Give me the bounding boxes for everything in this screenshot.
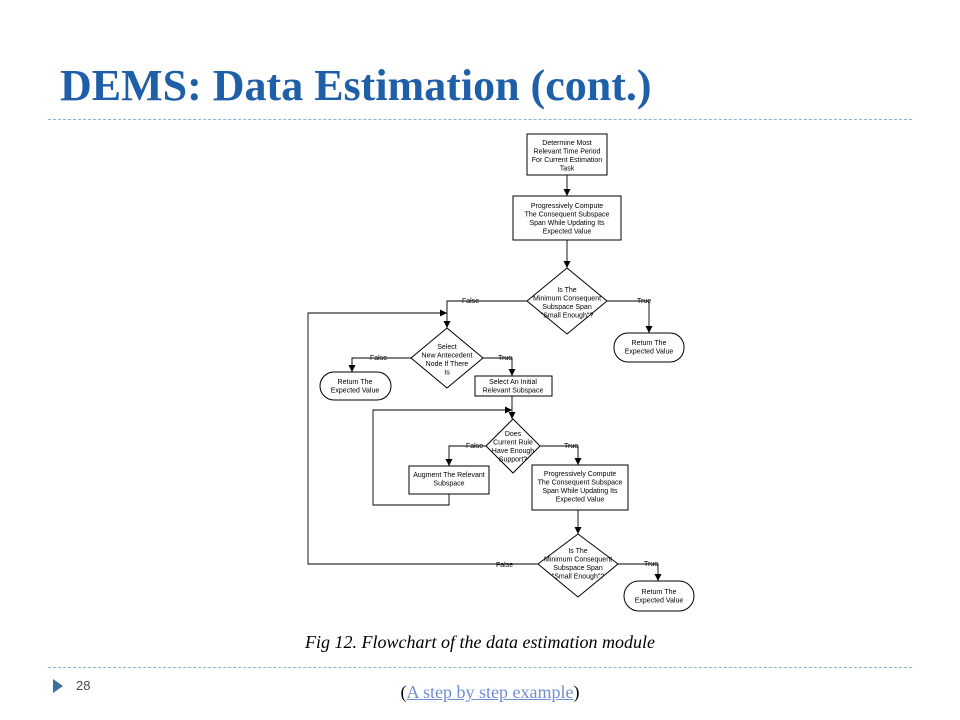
flow-terminal-return-3 [623, 580, 695, 612]
flow-text-line: Expected Value [635, 598, 684, 605]
flow-box-determine-period [526, 133, 608, 176]
label-false-1: False [462, 298, 479, 305]
flow-box-augment-subspace [408, 465, 490, 495]
flow-text-line: Current Rule [493, 440, 533, 447]
flow-text-line: Subspace Span [542, 304, 592, 311]
flow-text-line: For Current Estimation [532, 157, 603, 164]
flow-text-line: The Consequent Subspace [525, 212, 610, 219]
connector-diamond4-true [618, 563, 662, 581]
link-close-paren: ) [573, 682, 580, 702]
flow-text-line: Expected Value [543, 229, 592, 236]
connector-diamond2-false [348, 357, 411, 372]
flow-text-line: Span While Updating Its [542, 488, 618, 495]
flow-terminal-return-1 [613, 332, 685, 363]
title-divider [48, 119, 912, 120]
flow-text-line: Determine Most [542, 140, 591, 147]
flow-text-line: Minimum Consequent [533, 296, 601, 303]
connector-loop-augment [372, 406, 512, 506]
page-number: 28 [76, 678, 91, 693]
flow-text-line: Subspace Span [553, 565, 603, 572]
flow-text-line: Is The [568, 548, 587, 555]
label-false-3: False [466, 443, 483, 450]
flow-text-line: Subspace [433, 481, 464, 488]
flow-text-line: Does [505, 431, 522, 438]
connector-diamond1-true [607, 300, 653, 333]
flow-text-line: Return The [642, 589, 677, 596]
flow-box-compute-span-2 [531, 464, 629, 511]
connector-diamond3-false [445, 445, 486, 466]
flow-text-line: Is The [557, 287, 576, 294]
flow-decision-enough-support [485, 418, 541, 474]
flow-terminal-return-2 [319, 371, 392, 401]
connector-diamond3-true [540, 445, 582, 465]
flow-text-line: New Antecedent [422, 353, 473, 360]
connector-loop-outer [307, 309, 538, 565]
flow-text-line: Select An Initial [489, 379, 537, 386]
label-true-2: True [498, 355, 512, 362]
flow-text-line: Support? [499, 457, 528, 464]
flow-box-initial-subspace [474, 375, 553, 397]
flow-text-line: Node If There [426, 361, 469, 368]
figure-caption: Fig 12. Flowchart of the data estimation… [305, 632, 655, 652]
flow-text-line: Is [444, 370, 450, 377]
flow-text-line: Augment The Relevant [413, 472, 485, 479]
flow-text-line: "Small Enough"? [552, 574, 605, 581]
flow-text-line: Expected Value [331, 388, 380, 395]
flow-text-line: The Consequent Subspace [538, 480, 623, 487]
flow-text-line: Relevant Time Period [534, 149, 601, 156]
step-by-step-example-link[interactable]: A step by step example [406, 682, 574, 702]
label-false-2: False [370, 355, 387, 362]
flow-text-line: Return The [632, 340, 667, 347]
flow-text-line: Task [560, 166, 575, 173]
flowchart-connectors [307, 175, 662, 581]
play-bullet-icon [53, 679, 63, 693]
flow-text-line: Have Enough [492, 448, 535, 455]
label-true-3: True [564, 443, 578, 450]
slide-title: DEMS: Data Estimation (cont.) [60, 61, 652, 110]
footer-divider [48, 667, 912, 668]
connector-diamond1-false [443, 300, 527, 328]
flow-text-line: Return The [338, 379, 373, 386]
flow-text-line: Select [437, 344, 457, 351]
flow-text-line: Expected Value [625, 349, 674, 356]
label-true-4: True [644, 561, 658, 568]
label-true-1: True [637, 298, 651, 305]
connector-diamond2-true [483, 357, 516, 376]
flow-decision-select-antecedent [410, 327, 484, 389]
flow-text-line: Span While Updating Its [529, 220, 605, 227]
flow-box-compute-span-1 [512, 195, 622, 241]
link-open-paren: ( [400, 682, 407, 702]
flow-text-line: "Small Enough"? [541, 313, 594, 320]
flow-text-line: Progressively Compute [531, 203, 603, 210]
flow-text-line: Expected Value [556, 497, 605, 504]
flow-decision-small-enough-2 [537, 533, 619, 598]
flow-decision-small-enough-1 [526, 267, 608, 335]
example-link-line: (A step by step example) [0, 682, 960, 703]
label-false-4: False [496, 562, 513, 569]
flow-text-line: Minimum Consequent [544, 557, 612, 564]
flow-text-line: Progressively Compute [544, 471, 616, 478]
flow-text-line: Relevant Subspace [483, 388, 544, 395]
